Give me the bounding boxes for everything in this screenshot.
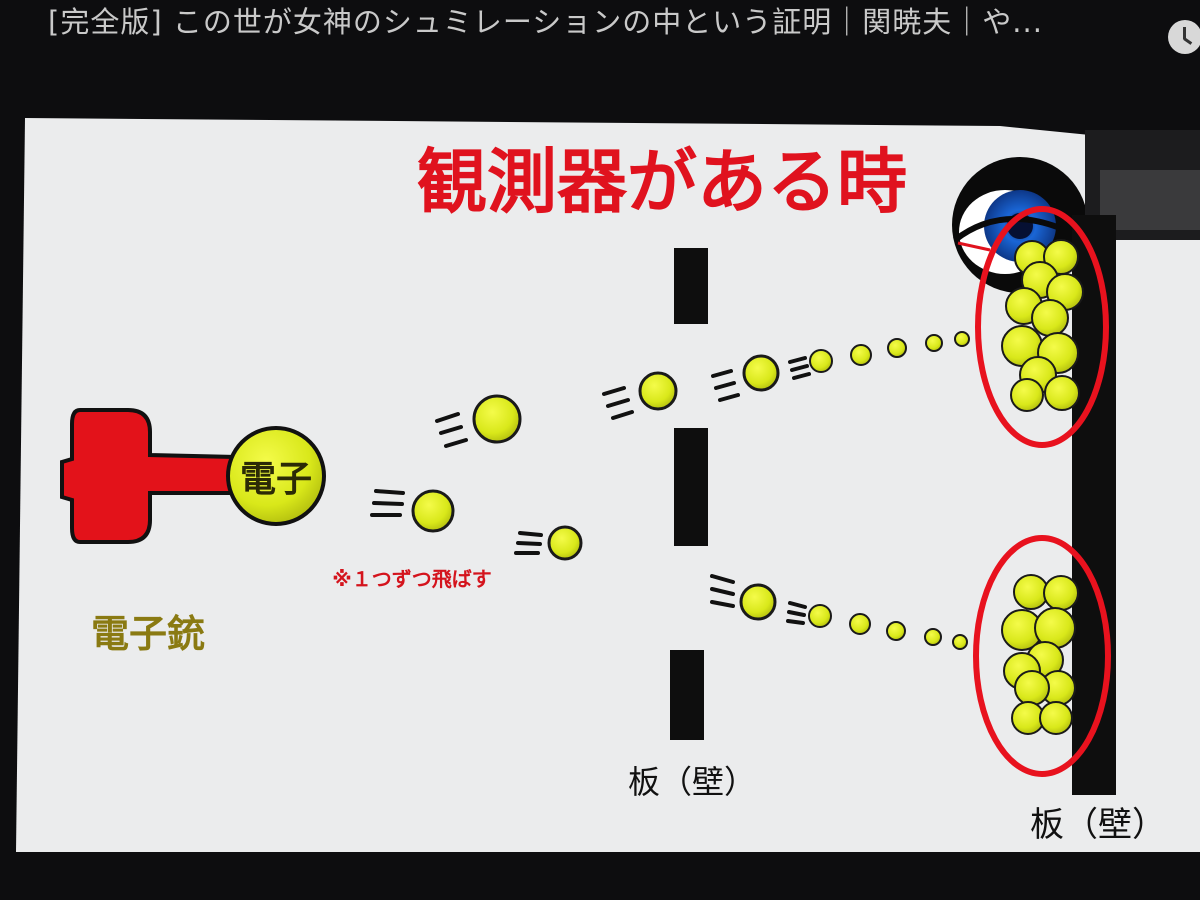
electron (411, 489, 455, 533)
back-wall (1072, 215, 1116, 795)
electron (849, 613, 871, 635)
electron-gun (60, 408, 326, 544)
middle-wall-label: 板（壁） (628, 763, 756, 801)
electron-label: 電子 (240, 459, 312, 500)
electron (808, 604, 832, 628)
back-wall-label: 板（壁） (1030, 805, 1166, 845)
electron-stream (411, 331, 970, 650)
electron (925, 334, 943, 352)
electron (952, 634, 968, 650)
electron (472, 394, 522, 444)
electron (809, 349, 833, 373)
slit-wall-bottom (670, 650, 704, 740)
slit-wall-middle (674, 428, 708, 546)
motion-lines (370, 356, 811, 625)
electron (886, 621, 906, 641)
device-shadow (1100, 170, 1200, 230)
electron (954, 331, 970, 347)
slide-background (16, 118, 1200, 852)
electron (547, 525, 583, 561)
electron-cluster-upper (1001, 239, 1084, 412)
electron (887, 338, 907, 358)
note-text: ※１つずつ飛ばす (332, 567, 491, 591)
electron (924, 628, 942, 646)
clock-icon[interactable] (1168, 20, 1200, 54)
highlight-ring-upper (975, 206, 1109, 448)
slit-wall-top (674, 248, 708, 324)
electron (638, 371, 678, 411)
electron (850, 344, 872, 366)
slide-heading: 観測器がある時 (417, 141, 907, 223)
gun-label: 電子銃 (91, 612, 205, 656)
video-title[interactable]: [完全版] この世が女神のシュミレーションの中という証明｜関暁夫｜や... (48, 5, 1043, 39)
highlight-ring-lower (973, 535, 1111, 777)
electron (742, 354, 780, 392)
electron-cluster-lower (1001, 574, 1079, 735)
electron (739, 583, 777, 621)
